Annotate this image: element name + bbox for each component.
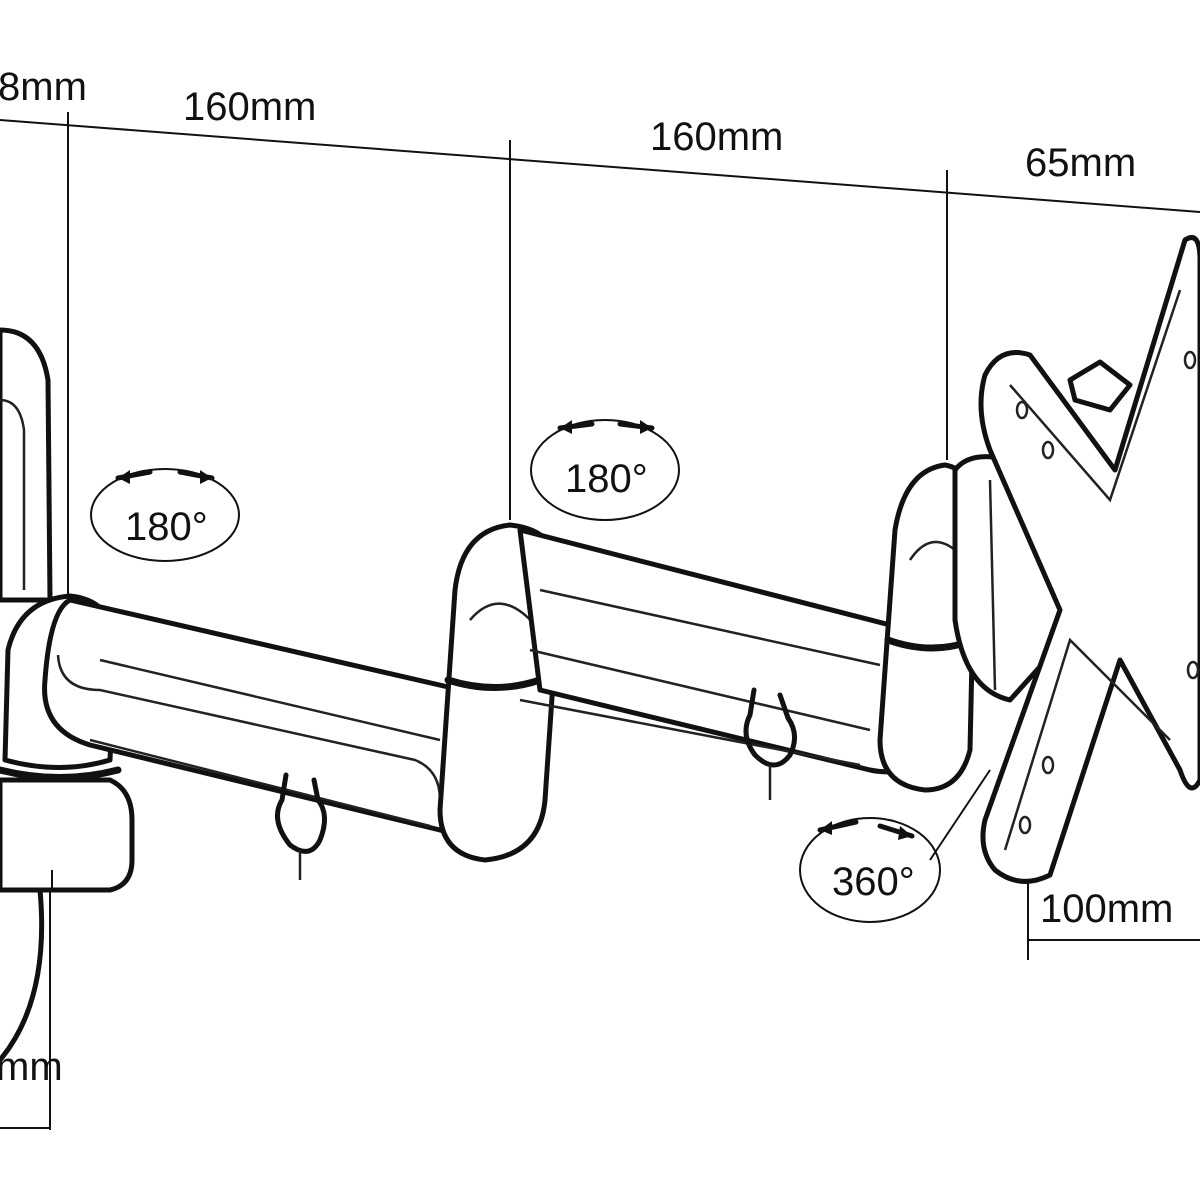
arrow-right-icon (200, 470, 212, 484)
rotation-indicator-tilt-head: 360° (799, 769, 991, 923)
mounting-pole (0, 327, 53, 1063)
arrow-left-icon (560, 420, 572, 434)
rotation-label: 180° (565, 457, 648, 501)
arm-segment-2 (517, 527, 938, 800)
elbow-joint-2 (877, 462, 978, 793)
head-offset-label: 65mm (1025, 141, 1136, 185)
cable-clip-1 (275, 772, 327, 880)
rotation-label: 180° (125, 505, 208, 549)
vesa-pattern-label: 100mm (1040, 887, 1173, 931)
mounting-hole (1041, 440, 1055, 460)
mounting-hole (1183, 350, 1197, 370)
arm-segment-1 (2, 593, 523, 880)
mounting-hole (1186, 660, 1200, 680)
dimension-lines (0, 112, 1200, 1130)
mounting-hole (1041, 755, 1055, 775)
arm-segment-1-length-label: 160mm (183, 85, 316, 129)
rotation-indicator-joint-1: 180° (90, 468, 240, 562)
cable-clip-2 (743, 687, 797, 800)
mounting-hole (1018, 815, 1032, 835)
arrow-right-icon (640, 420, 652, 434)
vesa-plate (978, 235, 1200, 884)
arrow-left-icon (118, 470, 130, 484)
rotation-indicator-joint-2: 180° (530, 419, 680, 521)
rotation-label: 360° (832, 860, 915, 904)
arrow-right-icon (898, 826, 912, 840)
mounting-hole (1015, 400, 1029, 420)
base-width-label: mm (0, 1045, 63, 1089)
arrow-left-icon (820, 821, 832, 835)
pole-offset-label: 8mm (0, 65, 87, 109)
base-collar (0, 766, 135, 893)
arm-segment-2-length-label: 160mm (650, 115, 783, 159)
